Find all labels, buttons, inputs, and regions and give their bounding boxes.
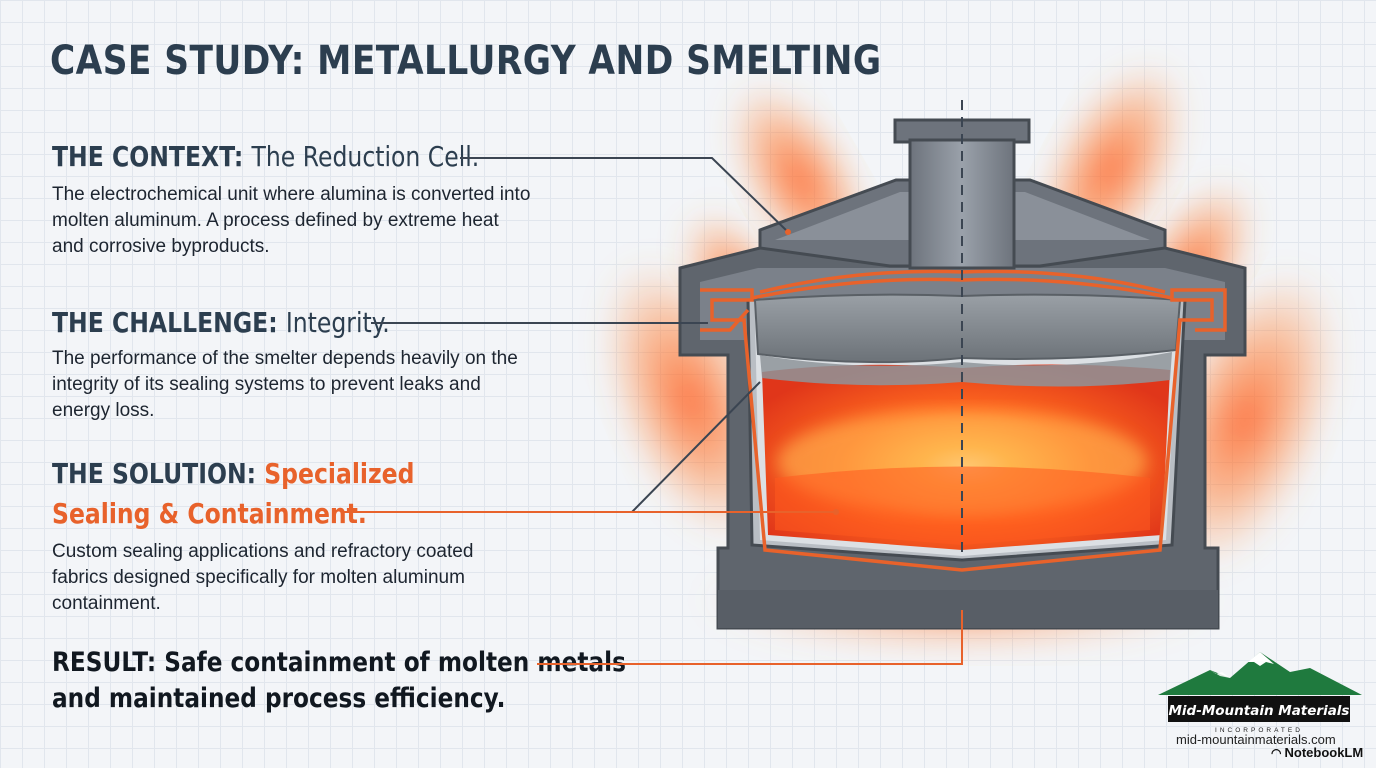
logo-subtitle: INCORPORATED bbox=[1215, 727, 1303, 734]
challenge-body: The performance of the smelter depends h… bbox=[52, 348, 518, 421]
logo-name: Mid-Mountain Materials bbox=[1169, 703, 1350, 719]
mountain-icon bbox=[1158, 652, 1362, 695]
page-title: CASE STUDY: METALLURGY AND SMELTING bbox=[50, 38, 882, 84]
leader-dot-context bbox=[785, 229, 791, 235]
notebooklm-text: NotebookLM bbox=[1284, 745, 1364, 760]
solution-label: THE SOLUTION: bbox=[52, 457, 257, 490]
logo-url[interactable]: mid-mountainmaterials.com bbox=[1176, 732, 1336, 747]
result-label: RESULT: bbox=[52, 647, 157, 678]
context-title: The Reduction Cell. bbox=[251, 140, 480, 173]
challenge-label: THE CHALLENGE: bbox=[52, 306, 278, 339]
result-statement: RESULT: Safe containment of molten metal… bbox=[52, 645, 626, 717]
result-line1: Safe containment of molten metals bbox=[164, 647, 626, 678]
context-label: THE CONTEXT: bbox=[52, 140, 244, 173]
context-heading: THE CONTEXT: The Reduction Cell. bbox=[52, 140, 479, 173]
solution-heading: THE SOLUTION: Specialized bbox=[52, 457, 414, 490]
context-body: The electrochemical unit where alumina i… bbox=[52, 184, 531, 257]
notebooklm-watermark: ◠NotebookLM bbox=[1271, 745, 1363, 760]
company-logo: Mid-Mountain Materials INCORPORATED bbox=[1158, 652, 1362, 734]
leader-dot-solution bbox=[833, 509, 839, 515]
solution-title-line1: Specialized bbox=[264, 457, 415, 490]
result-line2: and maintained process efficiency. bbox=[52, 683, 506, 714]
crust-layer bbox=[753, 293, 1182, 387]
notebooklm-icon: ◠ bbox=[1271, 746, 1282, 760]
challenge-heading: THE CHALLENGE: Integrity. bbox=[52, 306, 390, 339]
molten-bath bbox=[762, 364, 1170, 550]
solution-title-line2: Sealing & Containment. bbox=[52, 497, 367, 530]
solution-body: Custom sealing applications and refracto… bbox=[52, 541, 474, 614]
leader-lines bbox=[343, 157, 963, 665]
